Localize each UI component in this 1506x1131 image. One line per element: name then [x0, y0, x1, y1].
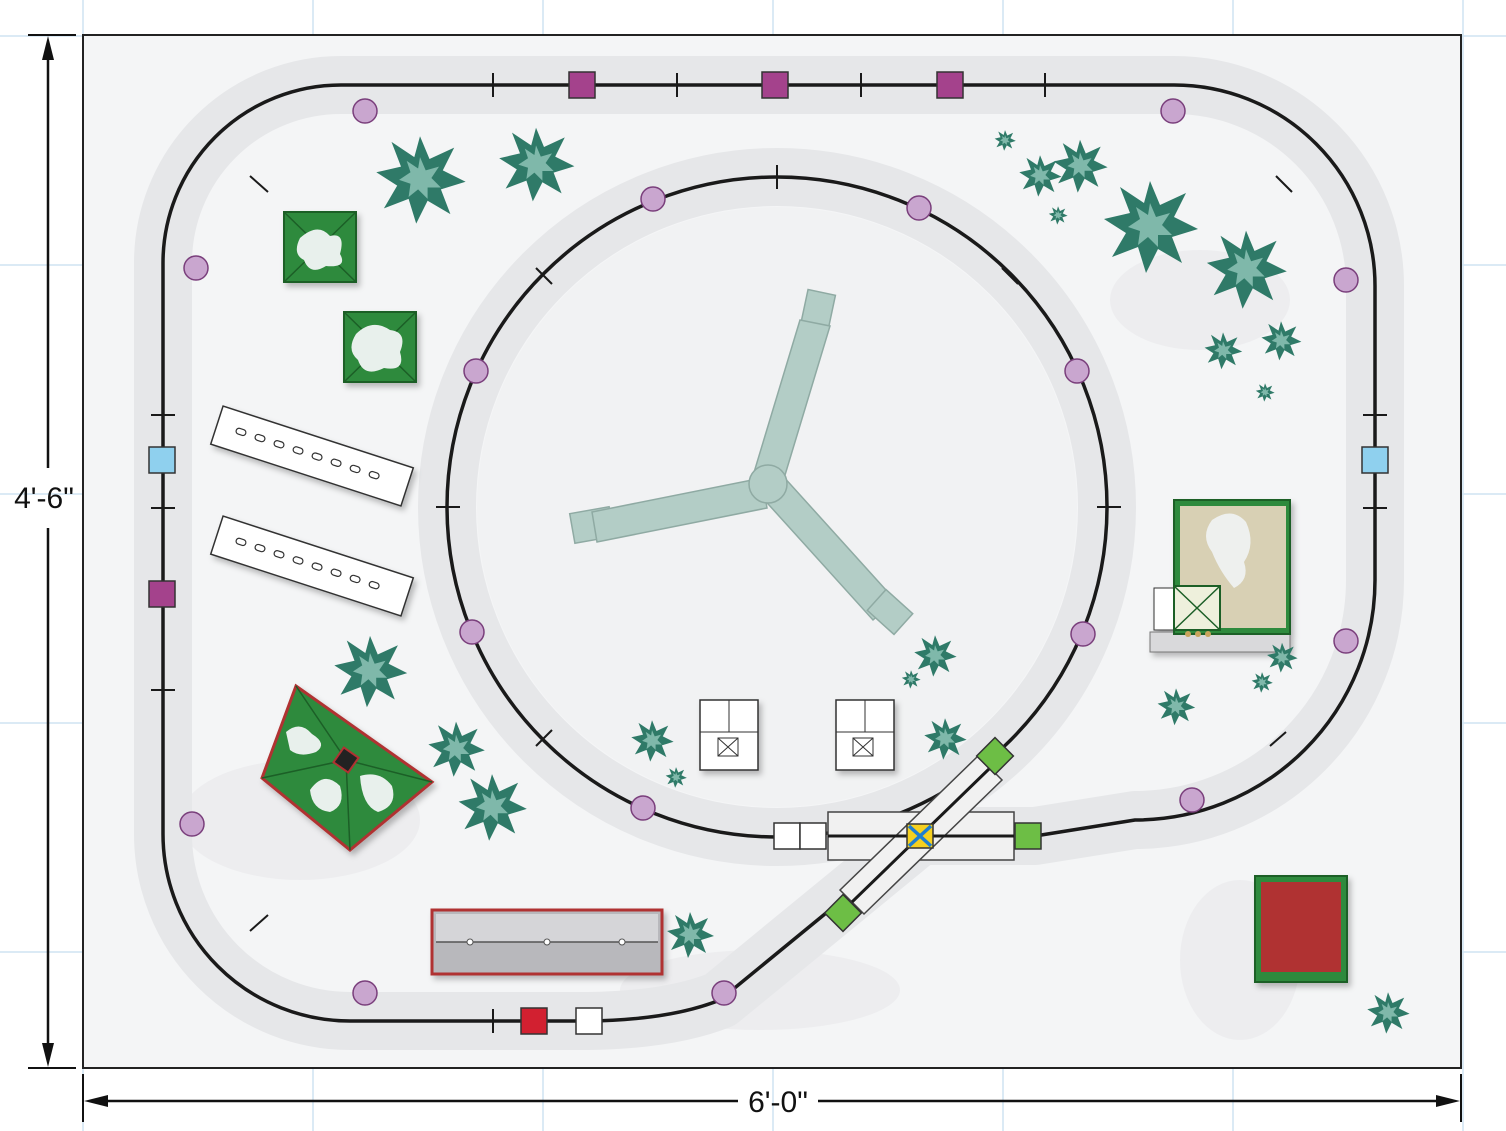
track-joints [151, 73, 1387, 1033]
shed-buildings [699, 699, 895, 771]
house-building [260, 683, 435, 852]
height-label: 4'-6" [14, 482, 74, 515]
track-markers-lilac [179, 98, 1359, 1006]
height-dimension: 4'-6" [14, 34, 76, 1069]
green-building-1 [283, 211, 357, 283]
turntable-icon [568, 288, 914, 636]
factory-building [1149, 499, 1291, 653]
freight-shed [430, 908, 664, 976]
outer-track [161, 83, 1377, 1023]
width-label: 6'-0" [748, 1086, 808, 1119]
track-markers-square [148, 71, 1389, 1035]
red-roof-building [1254, 875, 1348, 983]
crossing-icon [906, 823, 934, 849]
green-building-2 [343, 311, 417, 383]
width-dimension: 6'-0" [82, 1074, 1462, 1122]
terrain-shading [180, 250, 1300, 1040]
platform-icon [209, 405, 415, 617]
building-icon [283, 211, 417, 383]
